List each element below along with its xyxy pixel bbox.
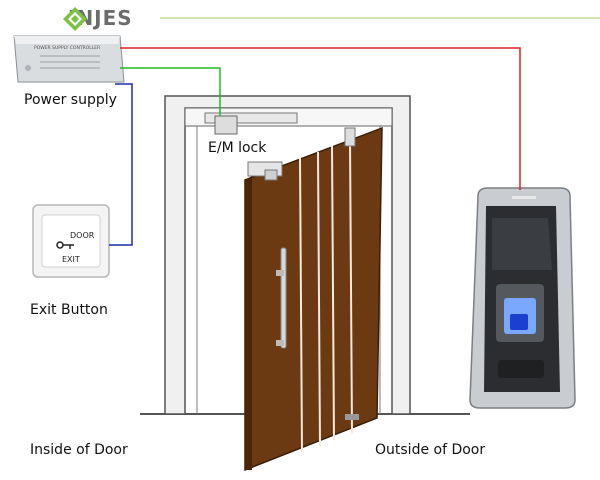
power-supply-label: Power supply — [24, 92, 117, 108]
exit-button-device: DOOR EXIT — [32, 204, 110, 278]
fingerprint-reader-device — [469, 187, 576, 409]
brand-logo: INJES — [62, 6, 133, 31]
em-lock-device — [204, 112, 356, 181]
red-wire — [120, 47, 521, 190]
power-supply-device: POWER SUPPLY CONTROLLER — [13, 35, 125, 83]
door-hinge — [345, 414, 359, 420]
blue-wire — [109, 83, 133, 246]
outside-door-label: Outside of Door — [375, 442, 486, 458]
power-supply-header-text: POWER SUPPLY CONTROLLER — [34, 45, 100, 51]
green-wire — [120, 67, 221, 116]
brand-logo-icon — [63, 7, 87, 31]
exit-button-top-text: DOOR — [70, 231, 95, 240]
exit-button-label: Exit Button — [30, 302, 108, 318]
em-lock-label: E/M lock — [208, 140, 267, 156]
exit-button-bottom-text: EXIT — [62, 255, 80, 264]
door-panel — [244, 126, 383, 472]
inside-door-label: Inside of Door — [30, 442, 128, 458]
key-icon — [56, 241, 74, 249]
door-handle — [276, 247, 287, 349]
